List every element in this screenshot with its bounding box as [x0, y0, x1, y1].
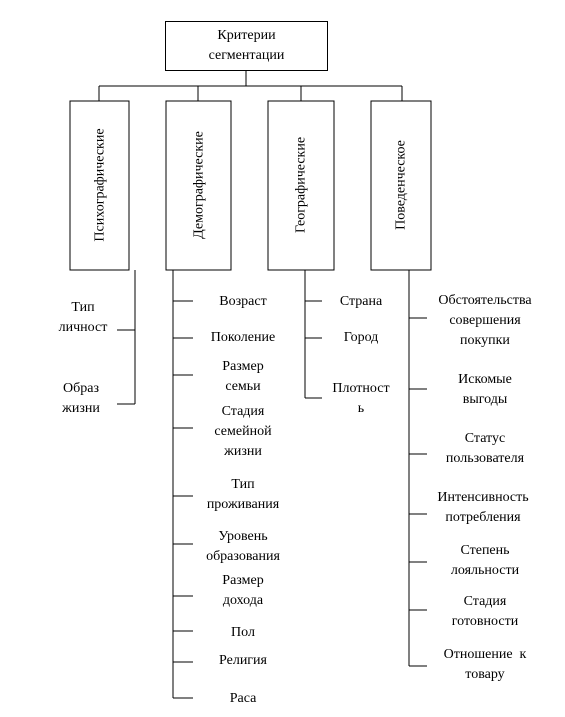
category-label-behavioral: Поведенческое	[394, 140, 409, 230]
demo-item: Религия	[219, 653, 267, 668]
demo-item: Стадия семейной жизни	[214, 404, 272, 459]
category-label-demographic: Демографические	[192, 131, 207, 239]
behav-item: Искомые выгоды	[458, 372, 512, 407]
demo-item: Раса	[229, 691, 257, 706]
geo-item: Город	[343, 330, 379, 345]
behav-item: Интенсивность потребления	[437, 490, 529, 525]
category-box-psychographic	[69, 100, 130, 271]
demo-item: Размер семьи	[222, 359, 264, 394]
geo-item: Плотност ь	[332, 381, 390, 416]
behav-item: Степень лояльности	[450, 543, 520, 578]
demo-item: Пол	[231, 625, 255, 640]
root-label-line2: сегментации	[208, 48, 285, 63]
root-node: Критерии сегментации	[165, 21, 328, 71]
demo-item: Тип проживания	[206, 477, 280, 512]
psych-item: Образ жизни	[62, 381, 100, 416]
behav-item: Обстоятельства совершения покупки	[438, 293, 532, 348]
category-box-behavioral	[370, 100, 432, 271]
behav-item: Отношение к товару	[443, 647, 527, 682]
psych-item: Тип личност	[58, 300, 108, 335]
category-box-geographic	[267, 100, 335, 271]
behav-item: Стадия готовности	[451, 594, 519, 629]
behav-item: Статус пользователя	[445, 431, 525, 466]
demo-item: Поколение	[210, 330, 276, 345]
demo-item: Возраст	[219, 294, 267, 309]
category-label-geographic: Географические	[294, 137, 309, 233]
root-label-line1: Критерии	[217, 28, 276, 43]
category-box-demographic	[165, 100, 232, 271]
geo-item: Страна	[339, 294, 383, 309]
category-label-psychographic: Психографические	[93, 128, 108, 241]
demo-item: Размер дохода	[222, 573, 264, 608]
demo-item: Уровень образования	[206, 529, 280, 564]
